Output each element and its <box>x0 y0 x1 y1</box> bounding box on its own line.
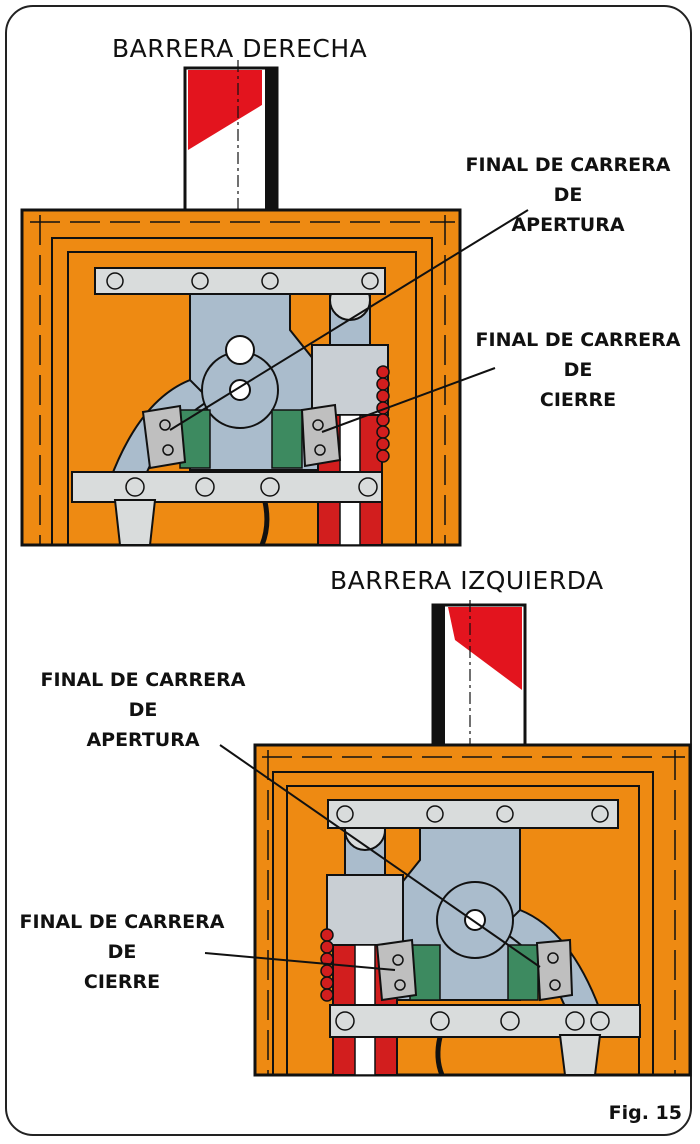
top-title: BARRERA DERECHA <box>112 34 368 63</box>
leader-opening-top <box>169 209 529 431</box>
bottom-closing-callout: FINAL DE CARRERA DE CIERRE <box>4 907 240 997</box>
boom-top <box>183 60 279 545</box>
callout-line: APERTURA <box>86 729 200 751</box>
bracket-top-lower <box>71 471 383 546</box>
bracket-top-upper <box>94 267 386 295</box>
callout-line: FINAL DE CARRERA <box>475 329 681 351</box>
figure-frame <box>5 5 692 1136</box>
figure-label: Fig. 15 <box>608 1102 682 1124</box>
limit-switch-opening-bottom <box>507 938 574 1002</box>
limit-switch-opening-top <box>141 404 211 470</box>
callout-line: CIERRE <box>539 389 617 411</box>
callout-line: FINAL DE CARRERA <box>40 669 246 691</box>
bottom-opening-callout: FINAL DE CARRERA DE APERTURA <box>18 665 268 755</box>
top-closing-callout: FINAL DE CARRERA DE CIERRE <box>462 325 694 415</box>
bracket-bottom-lower <box>329 1004 641 1076</box>
top-opening-callout: FINAL DE CARRERA DE APERTURA <box>446 150 690 240</box>
right-barrier-drawing <box>20 60 529 547</box>
bottom-title: BARRERA IZQUIERDA <box>330 566 604 595</box>
callout-line: DE <box>128 699 158 721</box>
limit-switch-closing-top <box>271 403 342 469</box>
boom-red-stripe-bottom <box>448 607 522 690</box>
callout-line: FINAL DE CARRERA <box>19 911 225 933</box>
leader-closing-bottom <box>204 952 396 971</box>
left-barrier-drawing <box>204 600 692 1077</box>
bracket-bottom-upper <box>327 799 619 829</box>
boom-red-stripe <box>188 70 262 150</box>
limit-switch-closing-bottom <box>375 938 441 1002</box>
callout-line: CIERRE <box>83 971 161 993</box>
callout-line: FINAL DE CARRERA <box>465 154 671 176</box>
callout-line: DE <box>553 184 583 206</box>
callout-line: DE <box>107 941 137 963</box>
leader-closing-top <box>321 367 496 433</box>
callout-line: DE <box>563 359 593 381</box>
callout-line: APERTURA <box>511 214 625 236</box>
leader-opening-bottom <box>219 744 541 968</box>
